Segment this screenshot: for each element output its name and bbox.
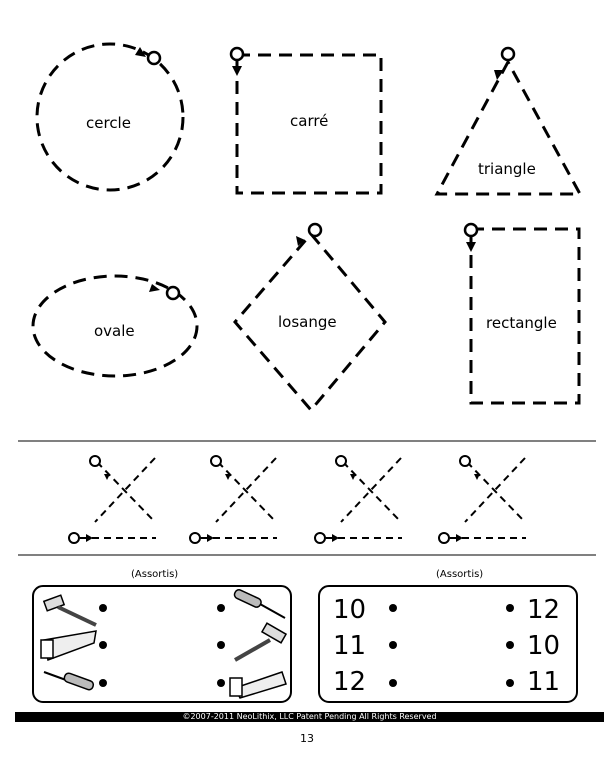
screwdriver-icon-right — [233, 589, 286, 619]
square-shape — [235, 53, 383, 195]
right-number-2: 10 — [527, 631, 560, 661]
numbers-match-dots[interactable] — [389, 604, 514, 687]
tools-matching-box — [32, 585, 292, 703]
start-markers — [146, 46, 516, 301]
diamond-label: losange — [278, 313, 337, 331]
left-number-1: 10 — [333, 595, 366, 625]
hammer-icon — [42, 594, 97, 627]
tools-match-dots[interactable] — [99, 604, 225, 687]
copyright-bar: ©2007-2011 NeoLithix, LLC Patent Pending… — [15, 712, 604, 722]
arrowheads — [135, 47, 504, 292]
right-number-1: 12 — [527, 595, 560, 625]
right-number-3: 11 — [527, 667, 560, 697]
saw-icon-right — [229, 671, 287, 699]
saw-icon — [40, 630, 97, 662]
left-number-2: 11 — [333, 631, 366, 661]
left-number-3: 12 — [333, 667, 366, 697]
circle-shape — [35, 42, 185, 192]
numbers-matching-box — [318, 585, 578, 703]
x-row-arrowheads — [86, 474, 480, 542]
page-number: 13 — [300, 732, 314, 745]
rectangle-label: rectangle — [486, 314, 557, 332]
oval-label: ovale — [94, 322, 135, 340]
hammer-icon-right — [234, 622, 288, 662]
right-box-title: (Assortis) — [436, 569, 483, 580]
oval-shape — [31, 274, 199, 378]
left-box-title: (Assortis) — [131, 569, 178, 580]
x-row-start-markers — [68, 455, 471, 544]
triangle-label: triangle — [478, 160, 536, 178]
diamond-shape — [233, 231, 387, 413]
x-tracing-row — [80, 457, 526, 539]
square-label: carré — [290, 112, 328, 130]
triangle-shape — [434, 58, 583, 196]
screwdriver-icon — [43, 671, 95, 691]
circle-label: cercle — [86, 114, 131, 132]
rectangle-shape — [469, 227, 581, 405]
